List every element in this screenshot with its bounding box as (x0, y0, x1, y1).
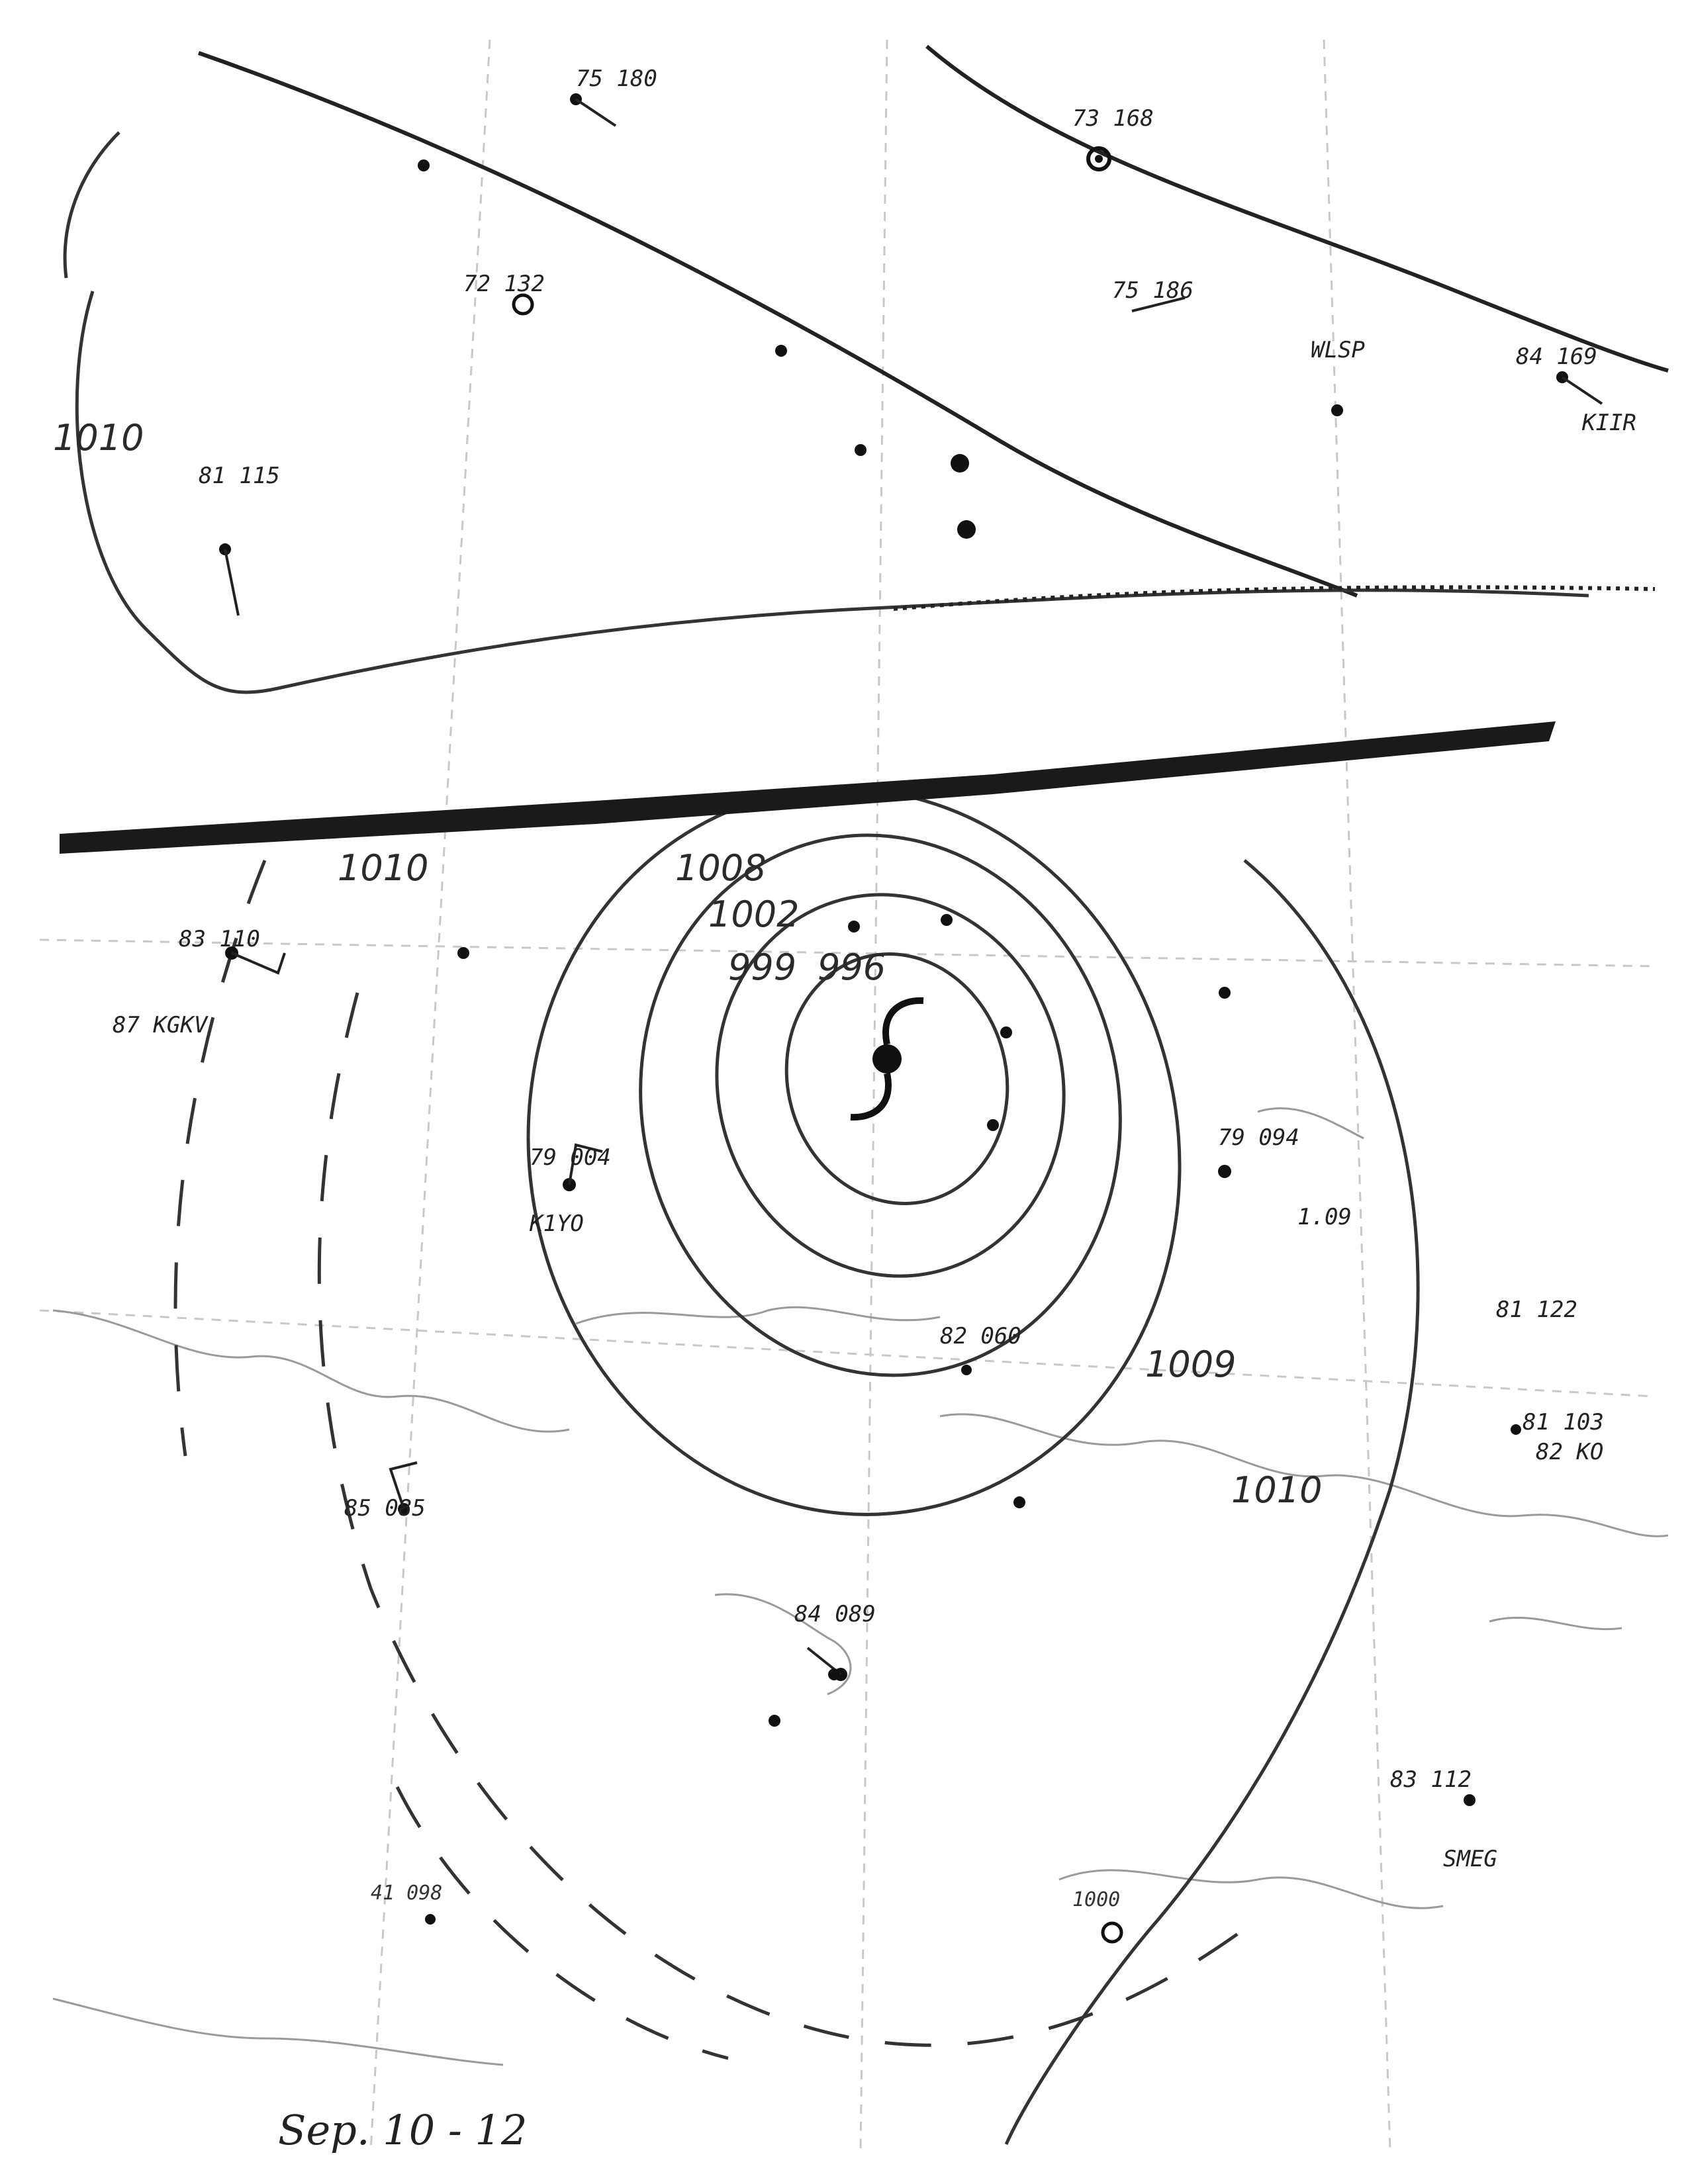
svg-text:72 132: 72 132 (463, 271, 545, 297)
station-plot: 84 169 (1516, 343, 1603, 405)
station-plot: 1.09 (1297, 1204, 1352, 1230)
map-grid (39, 39, 1656, 2152)
isobar-label: 1010 (1231, 1469, 1322, 1511)
station-plot: 83 110 (179, 926, 286, 975)
station-plot: WLSP (1311, 337, 1365, 416)
svg-text:1000: 1000 (1072, 1888, 1120, 1911)
isobar-label: 1002 (708, 893, 799, 935)
station-dots (418, 159, 1231, 1727)
isobar-label: 1008 (675, 847, 766, 889)
svg-text:85 085: 85 085 (344, 1495, 426, 1522)
isobar (784, 952, 1009, 1205)
svg-text:WLSP: WLSP (1311, 337, 1365, 363)
station-plot: 79 004 (530, 1143, 611, 1191)
svg-text:81 103: 81 103 (1523, 1409, 1604, 1435)
map-date: Sep. 10 - 12 (278, 2106, 527, 2154)
svg-text:KIIR: KIIR (1581, 410, 1636, 436)
isobar-label: 1010 (338, 847, 428, 889)
station-plot: 72 132 (463, 271, 545, 316)
station-plot: 87 KGKV (113, 1012, 209, 1038)
isobar-label: 996 (818, 946, 886, 988)
front-band (60, 721, 1556, 854)
station-plot: SMEG (1443, 1846, 1497, 1872)
station-plots: 75 180 73 168 72 132 75 186 84 169 81 11… (113, 66, 1636, 1944)
svg-text:73 168: 73 168 (1072, 105, 1154, 132)
station-plot: 41 098 (371, 1882, 442, 1925)
svg-text:87 KGKV: 87 KGKV (113, 1012, 209, 1038)
isobar-label: 1009 (1145, 1343, 1236, 1385)
station-plot: 81 103 82 KO (1511, 1409, 1604, 1465)
station-plot: 75 186 (1112, 277, 1194, 312)
svg-text:84 169: 84 169 (1516, 343, 1597, 370)
svg-text:75 180: 75 180 (576, 66, 657, 92)
isobar-labels: 1002 999 996 1008 1010 1009 1010 1010 (53, 417, 1322, 1511)
station-plot: K1YO (529, 1210, 584, 1237)
station-plot: 81 115 (199, 463, 280, 616)
svg-text:83 110: 83 110 (179, 926, 260, 952)
isobar-label: 999 (728, 946, 796, 988)
svg-text:81 122: 81 122 (1496, 1297, 1577, 1323)
isobar (715, 893, 1066, 1278)
station-plot: 79 094 (1218, 1124, 1299, 1178)
station-plot: 82 060 (940, 1323, 1021, 1375)
isobar (1004, 859, 1420, 2146)
station-plot: 85 085 (344, 1461, 426, 1522)
svg-text:83 112: 83 112 (1390, 1766, 1472, 1793)
station-plot: 75 180 (570, 66, 657, 127)
svg-text:75 186: 75 186 (1112, 277, 1194, 304)
svg-text:79 094: 79 094 (1218, 1124, 1299, 1151)
svg-text:79 004: 79 004 (530, 1144, 611, 1171)
svg-text:41 098: 41 098 (371, 1882, 442, 1905)
svg-text:SMEG: SMEG (1443, 1846, 1497, 1872)
station-plot: 73 168 (1072, 105, 1154, 171)
coastlines (52, 1107, 1669, 2066)
station-plot: KIIR (1581, 410, 1636, 436)
svg-text:1.09: 1.09 (1297, 1204, 1352, 1230)
fronts (60, 44, 1669, 854)
svg-text:K1YO: K1YO (529, 1210, 584, 1237)
isobar (639, 833, 1122, 1377)
svg-text:81 115: 81 115 (199, 463, 280, 489)
station-plot: 1000 (1072, 1888, 1123, 1944)
svg-text:82 060: 82 060 (940, 1323, 1021, 1349)
station-plot: 81 122 (1496, 1297, 1577, 1323)
svg-text:84 089: 84 089 (794, 1601, 876, 1627)
isobar-label: 1010 (53, 417, 144, 459)
hurricane-icon (850, 997, 924, 1121)
svg-text:82 KO: 82 KO (1536, 1439, 1603, 1465)
station-plot: 83 112 (1390, 1766, 1476, 1806)
